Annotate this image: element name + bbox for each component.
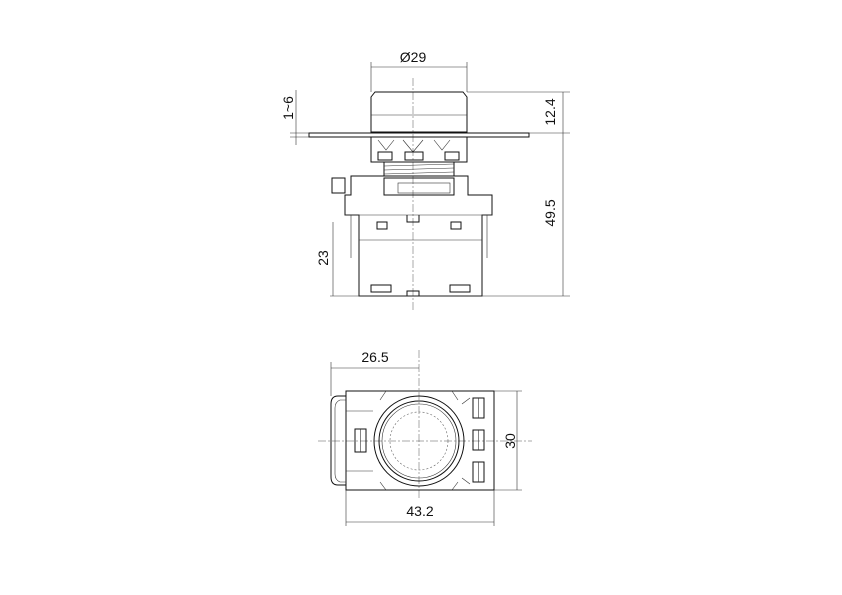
dim-width: 30: [502, 433, 518, 449]
button-ring: [373, 395, 465, 487]
cap-outline: [370, 91, 468, 133]
front-dimensions: Ø29 1~6 12.4 49.5 23: [280, 49, 570, 297]
mounting-panel: [308, 132, 530, 138]
latch-handle: [330, 395, 346, 486]
bottom-dimensions: 26.5 30 43.2: [330, 349, 522, 526]
bottom-view: [318, 350, 532, 500]
body-outline-bottom: [345, 390, 495, 491]
dim-body-depth: 49.5: [542, 199, 558, 226]
dim-cap-diameter: Ø29: [400, 49, 427, 65]
dim-center-offset: 26.5: [361, 349, 388, 365]
latch-tab: [331, 177, 346, 194]
dim-contact-block-height: 23: [315, 250, 331, 266]
body-outline: [344, 175, 493, 297]
front-view: [308, 78, 530, 312]
dim-total-length: 43.2: [406, 503, 433, 519]
dim-panel-thickness: 1~6: [280, 96, 296, 120]
dim-cap-height: 12.4: [542, 98, 558, 125]
